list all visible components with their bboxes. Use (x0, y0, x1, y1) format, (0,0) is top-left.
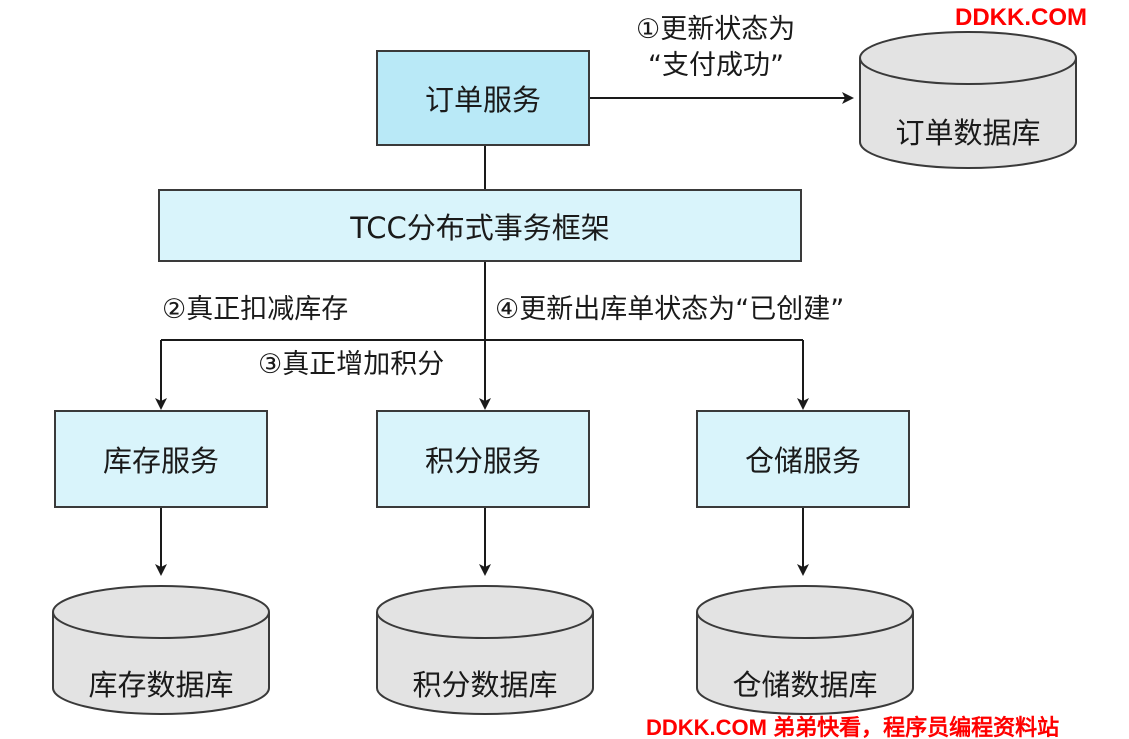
warehouse-db-cylinder (696, 585, 914, 715)
order-db-label: 订单数据库 (895, 116, 1041, 150)
warehouse-service-box: 仓储服务 (696, 410, 910, 508)
step2-label: ②真正扣减库存 (162, 294, 349, 325)
points-db-cylinder (376, 585, 594, 715)
tcc-framework-label: TCC分布式事务框架 (350, 210, 610, 245)
inventory-db-label: 库存数据库 (88, 668, 234, 702)
warehouse-db-label: 仓储数据库 (732, 668, 878, 702)
points-service-label: 积分服务 (424, 444, 541, 478)
points-db-label: 积分数据库 (412, 668, 558, 702)
tcc-framework-box: TCC分布式事务框架 (158, 189, 802, 262)
inventory-db-cylinder (52, 585, 270, 715)
inventory-service-box: 库存服务 (54, 410, 268, 508)
watermark-bottom: DDKK.COM 弟弟快看，程序员编程资料站 (646, 715, 1060, 739)
order-service-box: 订单服务 (376, 50, 590, 146)
points-service-box: 积分服务 (376, 410, 590, 508)
step3-label: ③真正增加积分 (258, 349, 445, 380)
watermark-top: DDKK.COM (955, 4, 1087, 31)
step4-label: ④更新出库单状态为“已创建” (495, 294, 845, 325)
step1-label-line1: ①更新状态为 (636, 14, 796, 45)
step1-label-line2: “支付成功” (648, 50, 784, 81)
order-service-label: 订单服务 (424, 83, 541, 117)
order-db-cylinder (859, 31, 1077, 169)
inventory-service-label: 库存服务 (102, 444, 219, 478)
warehouse-service-label: 仓储服务 (744, 444, 861, 478)
